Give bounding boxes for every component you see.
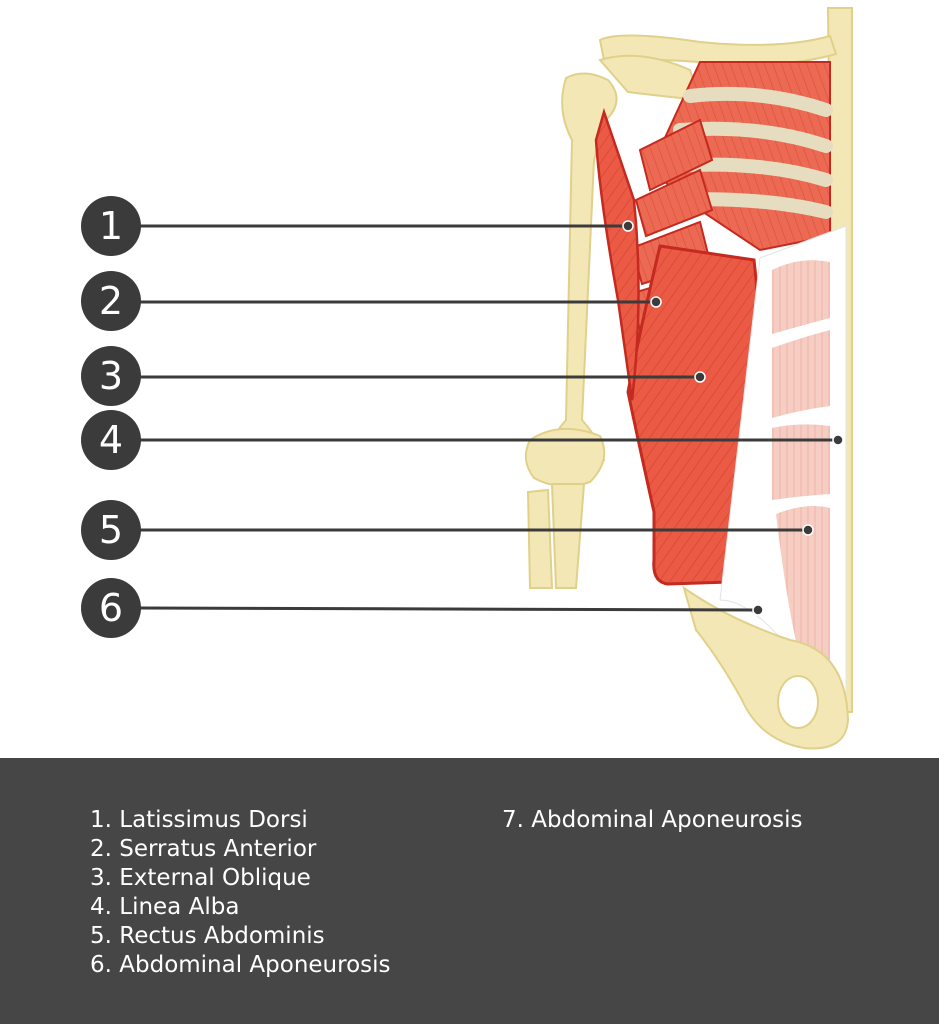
marker-6: 6 [81, 578, 141, 638]
rectus-abdominis [772, 260, 830, 681]
marker-3: 3 [81, 346, 141, 406]
latissimus-dorsi [594, 107, 640, 401]
leader-dot-5 [802, 524, 814, 536]
leader-dot-2 [650, 296, 662, 308]
legend-panel: 1. Latissimus Dorsi 2. Serratus Anterior… [0, 758, 939, 1024]
marker-1: 1 [81, 196, 141, 256]
leader-dot-4 [832, 434, 844, 446]
legend-item: 5. Rectus Abdominis [90, 923, 325, 949]
legend-item: 1. Latissimus Dorsi [90, 807, 308, 833]
legend-item: 6. Abdominal Aponeurosis [90, 952, 391, 978]
legend-column-1: 1. Latissimus Dorsi 2. Serratus Anterior… [90, 806, 391, 980]
legend-item: 2. Serratus Anterior [90, 836, 317, 862]
leader-lines [139, 220, 844, 616]
obturator-foramen [777, 675, 819, 729]
legend-item: 7. Abdominal Aponeurosis [502, 807, 803, 833]
leader-line-6 [139, 606, 759, 612]
leader-dot-6 [752, 604, 764, 616]
marker-5: 5 [81, 500, 141, 560]
legend-item: 4. Linea Alba [90, 894, 240, 920]
clavicle [598, 34, 838, 66]
torso-illustration [139, 7, 853, 750]
legend-column-2: 7. Abdominal Aponeurosis [502, 806, 803, 835]
legend-item: 3. External Oblique [90, 865, 311, 891]
leader-dot-3 [694, 371, 706, 383]
ulna [550, 483, 586, 589]
elbow-joint [524, 427, 606, 488]
radius [526, 488, 554, 589]
marker-4: 4 [81, 410, 141, 470]
marker-2: 2 [81, 271, 141, 331]
leader-dot-1 [622, 220, 634, 232]
